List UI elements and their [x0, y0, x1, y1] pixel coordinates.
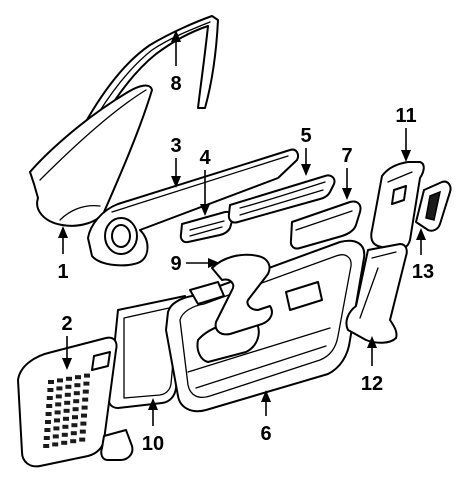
vent-slot — [72, 407, 79, 412]
vent-slot — [73, 391, 80, 396]
vent-slot — [64, 392, 71, 397]
vent-slot — [55, 402, 62, 407]
vent-slot — [70, 439, 77, 444]
vent-slot — [63, 416, 69, 421]
vent-slot — [71, 423, 78, 428]
part-3-upper-trim — [87, 148, 300, 267]
callout-6: 6 — [260, 423, 271, 445]
part-13-trim-piece — [415, 180, 452, 232]
vent-slot — [63, 408, 70, 413]
part-12-pillar-lower — [345, 243, 408, 344]
leaders — [58, 30, 426, 426]
vent-slot — [52, 434, 59, 439]
vent-slot — [74, 383, 81, 388]
vent-slot — [83, 381, 90, 386]
vent-slot — [46, 396, 53, 400]
vent-slot — [79, 429, 86, 434]
callout-1: 1 — [57, 261, 68, 283]
part-11-pillar-upper — [370, 161, 425, 252]
vent-slot — [55, 394, 62, 399]
vent-slot — [61, 440, 68, 445]
callout-7: 7 — [341, 145, 352, 167]
part-4-grille — [179, 210, 234, 244]
vent-slot — [57, 378, 63, 383]
vent-slot — [54, 410, 61, 415]
vent-slot — [72, 415, 78, 420]
callout-10: 10 — [142, 433, 164, 455]
part-5-grille-strip — [227, 174, 336, 224]
vent-slot — [56, 386, 63, 391]
vent-slot — [66, 376, 72, 381]
vent-slot — [47, 388, 54, 392]
vent-slot — [44, 428, 51, 432]
callout-9: 9 — [170, 253, 181, 275]
callout-labels: 8 1 3 4 5 7 9 11 13 12 6 10 2 — [57, 73, 434, 455]
vent-slot — [45, 420, 51, 424]
vent-slot — [45, 412, 52, 416]
callout-3: 3 — [170, 135, 181, 157]
vent-slot — [48, 380, 54, 384]
vent-slot — [79, 437, 86, 442]
callout-2: 2 — [61, 313, 72, 335]
vent-slot — [65, 384, 72, 389]
vent-slot — [81, 413, 87, 418]
vent-slot — [62, 424, 69, 429]
vent-slot — [81, 405, 88, 410]
vent-slot — [64, 400, 71, 405]
vent-slot — [43, 444, 50, 448]
vent-slot — [54, 418, 60, 423]
vent-slot — [61, 432, 68, 437]
vent-slot — [46, 404, 53, 408]
callout-4: 4 — [199, 147, 211, 169]
vent-slot — [75, 375, 81, 380]
callout-5: 5 — [300, 125, 311, 147]
vent-slot — [80, 421, 87, 426]
vent-slot — [70, 431, 77, 436]
vent-slot — [82, 397, 89, 402]
vent-slot — [73, 399, 80, 404]
callout-12: 12 — [361, 373, 383, 395]
part-7-pull-cup — [289, 200, 362, 250]
callout-13: 13 — [412, 261, 434, 283]
vent-slots — [43, 373, 90, 448]
vent-slot — [53, 426, 60, 431]
part-9-armrest — [189, 253, 273, 336]
callout-11: 11 — [395, 105, 416, 127]
vent-slot — [82, 389, 89, 394]
vent-slot — [43, 436, 50, 440]
callout-8: 8 — [170, 73, 181, 95]
part-6-door-panel — [165, 239, 366, 413]
part-1-pillar-trim — [29, 84, 153, 227]
vent-slot — [84, 373, 90, 378]
vent-slot — [52, 442, 59, 447]
